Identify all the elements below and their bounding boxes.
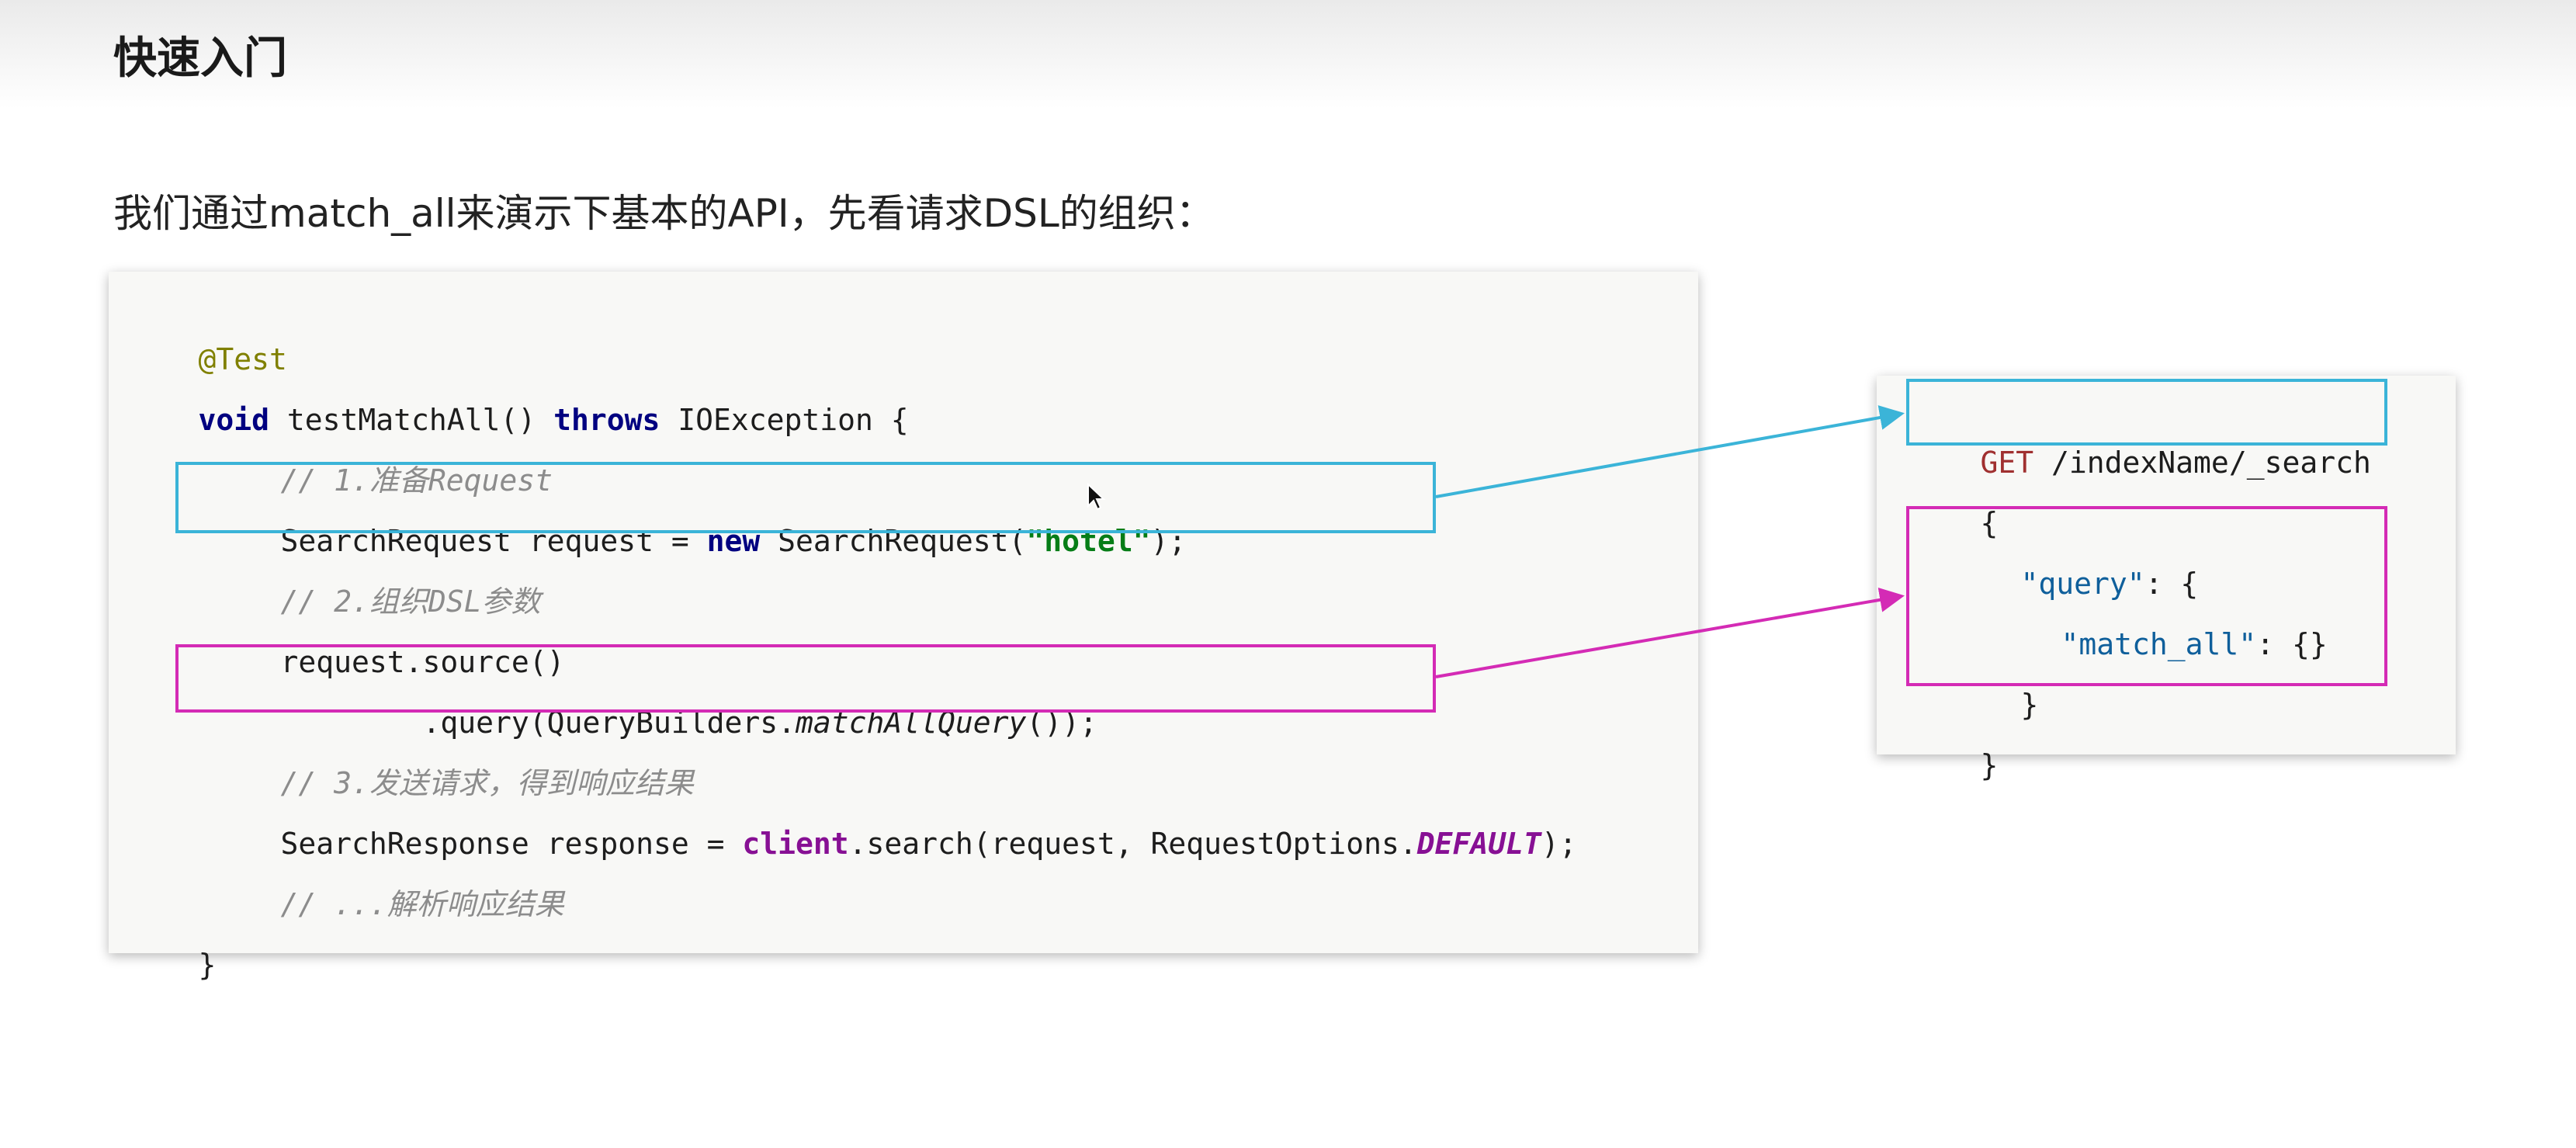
java-code-panel: @Test void testMatchAll() throws IOExcep… bbox=[109, 272, 1698, 982]
request-path: /indexName/_search bbox=[2033, 446, 2371, 480]
dsl-inner-close: } bbox=[2020, 688, 2039, 722]
dsl-query-highlight bbox=[1906, 506, 2387, 686]
code-line-source-call: request.source() bbox=[210, 592, 565, 732]
comment-send-request: // 3.发送请求，得到响应结果 bbox=[280, 766, 694, 800]
query-colon: : { bbox=[2144, 567, 2199, 601]
code-line-comment-1: // 1.准备Request bbox=[210, 411, 553, 550]
throws-keyword: throws bbox=[553, 403, 660, 437]
page-title: 快速入门 bbox=[113, 33, 287, 84]
dsl-line-outer-close: } bbox=[1909, 695, 1999, 835]
dsl-line-match-all: "match_all": {} bbox=[1990, 574, 2328, 714]
comment-build-dsl: // 2.组织DSL参数 bbox=[280, 584, 541, 619]
top-shade bbox=[0, 0, 2576, 109]
request-constructor: SearchRequest( bbox=[760, 524, 1027, 558]
index-name-string: "hotel" bbox=[1026, 524, 1151, 558]
client-field: client bbox=[742, 827, 849, 861]
dsl-line-open-brace: { bbox=[1909, 453, 1999, 593]
dsl-request-panel: GET /indexName/_search { "query": { "mat… bbox=[1877, 376, 2456, 782]
response-declaration: SearchResponse response = bbox=[280, 827, 743, 861]
query-key: "query" bbox=[2020, 567, 2145, 601]
code-line-comment-3: // 3.发送请求，得到响应结果 bbox=[210, 713, 694, 853]
http-method: GET bbox=[1980, 446, 2034, 480]
mouse-cursor-icon bbox=[1087, 483, 1106, 511]
dsl-line-inner-close: } bbox=[1950, 635, 2039, 775]
code-line-close-brace: } bbox=[127, 895, 217, 1035]
dsl-line-query: "query": { bbox=[1950, 514, 2199, 654]
match-all-key: "match_all" bbox=[2061, 627, 2257, 661]
new-keyword: new bbox=[706, 524, 761, 558]
code-line-comment-4: // ...解析响应结果 bbox=[210, 834, 564, 974]
code-line-response-decl: SearchResponse response = client.search(… bbox=[210, 774, 1577, 914]
code-line-comment-2: // 2.组织DSL参数 bbox=[210, 532, 541, 671]
query-highlight-box bbox=[175, 644, 1436, 713]
comment-prepare-request: // 1.准备Request bbox=[280, 463, 553, 498]
dsl-outer-close: } bbox=[1980, 748, 1999, 782]
request-highlight-box bbox=[175, 462, 1436, 533]
dsl-open-brace: { bbox=[1980, 506, 1999, 540]
code-line-method-signature: void testMatchAll() throws IOException { bbox=[127, 350, 909, 490]
search-call: .search(request, RequestOptions. bbox=[848, 827, 1417, 861]
request-end: ); bbox=[1150, 524, 1187, 558]
method-signature: testMatchAll() bbox=[269, 403, 554, 437]
request-declaration: SearchRequest request = bbox=[280, 524, 707, 558]
exception-type: IOException { bbox=[660, 403, 909, 437]
response-end: ); bbox=[1541, 827, 1577, 861]
annotation-token: @Test bbox=[198, 342, 287, 376]
default-constant: DEFAULT bbox=[1416, 827, 1541, 861]
closing-brace: } bbox=[198, 948, 217, 982]
code-line-request-decl: SearchRequest request = new SearchReques… bbox=[210, 471, 1187, 611]
match-all-value: : {} bbox=[2256, 627, 2328, 661]
dsl-line-request: GET /indexName/_search bbox=[1909, 393, 2371, 532]
source-call: request.source() bbox=[280, 645, 565, 679]
code-line-annotation: @Test bbox=[127, 290, 287, 429]
intro-text: 我们通过match_all来演示下基本的API，先看请求DSL的组织： bbox=[113, 191, 1215, 236]
void-keyword: void bbox=[198, 403, 270, 437]
comment-parse-response: // ...解析响应结果 bbox=[280, 887, 564, 921]
dsl-request-line-highlight bbox=[1906, 379, 2387, 446]
